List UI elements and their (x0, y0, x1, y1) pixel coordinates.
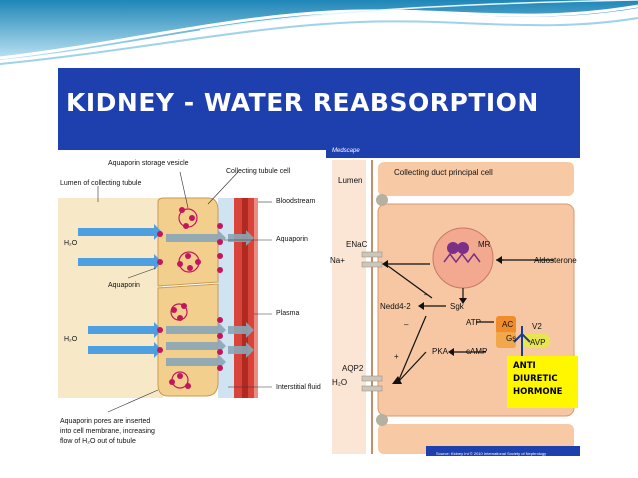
label-mr: MR (478, 240, 491, 249)
label-nedd: Nedd4-2 (380, 302, 411, 311)
label-lumen-right: Lumen (338, 176, 363, 185)
header-wave-decoration (0, 0, 638, 65)
label-gs: Gs (506, 334, 517, 343)
caption-line-3: flow of H₂O out of tubule (60, 438, 136, 445)
label-bloodstream: Bloodstream (276, 198, 316, 205)
label-avp: AVP (530, 338, 546, 347)
label-pka: PKA (432, 347, 449, 356)
label-atp: ATP (466, 318, 481, 327)
label-lumen: Lumen of collecting tubule (60, 180, 142, 187)
label-h2o-right: H₂O (332, 378, 348, 387)
label-medscape: Medscape (332, 148, 360, 154)
label-sgk: Sgk (450, 302, 464, 311)
label-interstitial: Interstitial fluid (276, 384, 321, 391)
adh-line-3: HORMONE (513, 387, 563, 397)
adh-highlight-box (507, 356, 578, 408)
label-minus-2: – (404, 320, 409, 329)
label-camp: cAMP (466, 347, 488, 356)
collecting-tubule-illustration (58, 171, 272, 413)
adh-line-2: DIURETIC (513, 374, 558, 384)
label-aquaporin-left: Aquaporin (108, 282, 140, 289)
source-credit: Source: Kidney Int © 2010 International … (436, 451, 547, 456)
label-h2o-top: H₂O (64, 240, 78, 247)
slide-title: KIDNEY - WATER REABSORPTION (66, 88, 539, 117)
label-minus-1: – (424, 290, 429, 299)
adh-highlight-text: ANTI DIURETIC HORMONE (513, 360, 563, 399)
caption-line-1: Aquaporin pores are inserted (60, 418, 151, 425)
caption-line-2: into cell membrane, increasing (60, 428, 155, 435)
label-storage-vesicle: Aquaporin storage vesicle (108, 160, 189, 167)
adh-line-1: ANTI (513, 361, 536, 371)
label-aldosterone: Aldosterone (534, 256, 577, 265)
label-h2o-bottom: H₂O (64, 336, 78, 343)
label-enac: ENaC (346, 240, 368, 249)
label-v2: V2 (532, 322, 542, 331)
label-principal-cell: Collecting duct principal cell (394, 168, 493, 177)
title-banner (58, 68, 580, 150)
label-plasma: Plasma (276, 310, 300, 317)
label-na: Na+ (330, 256, 345, 265)
label-aquaporin-right: Aquaporin (276, 236, 308, 243)
label-aqp2: AQP2 (342, 364, 364, 373)
label-plus: + (394, 352, 399, 361)
label-collecting-cell: Collecting tubule cell (226, 168, 291, 175)
label-ac: AC (502, 320, 514, 329)
